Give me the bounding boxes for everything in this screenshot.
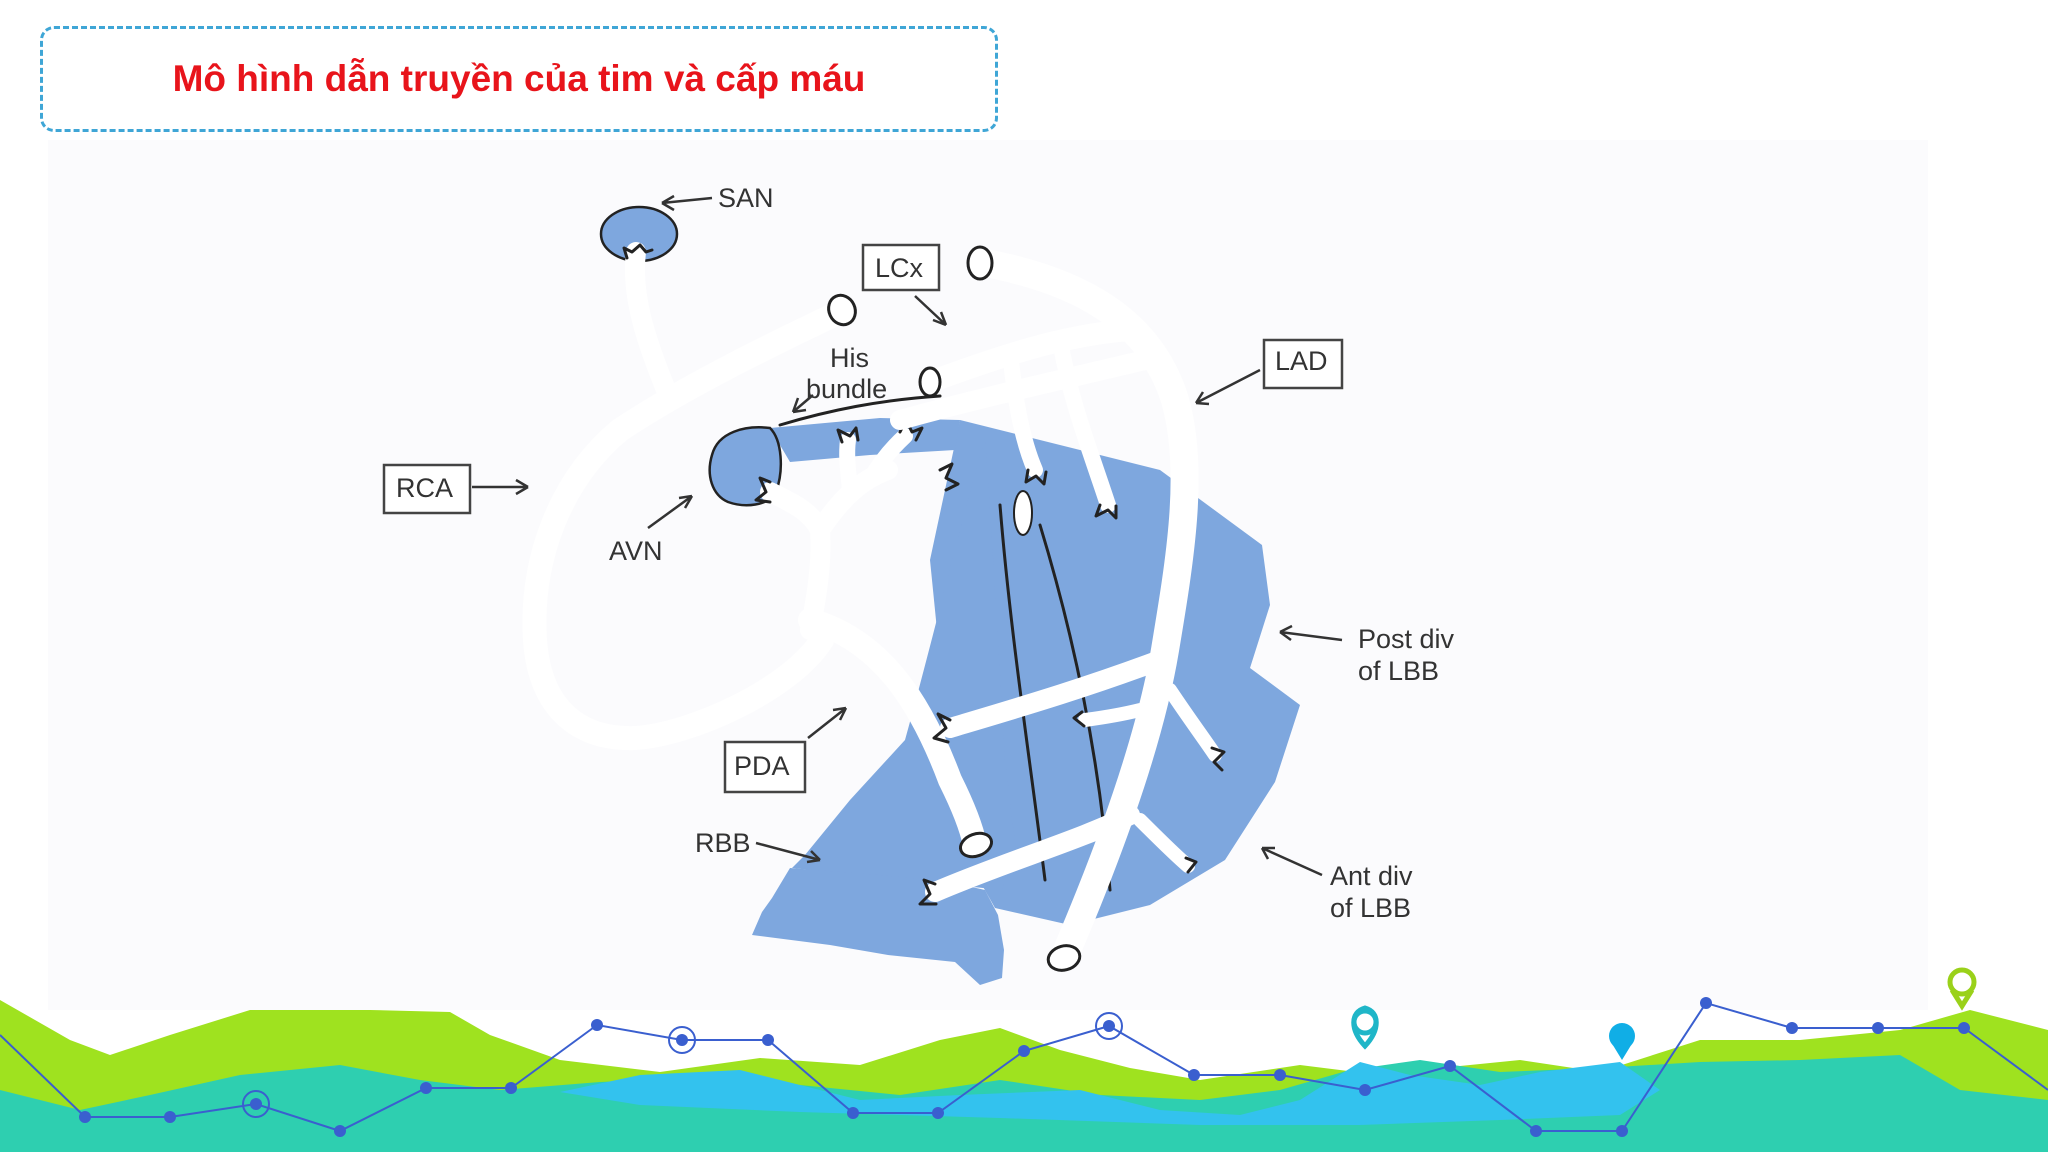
lad-vessel [966,245,1199,972]
label-ant-div-2: of LBB [1330,893,1411,923]
label-lad: LAD [1275,346,1328,376]
his-bundle-blue [770,418,960,462]
avn-arrow [647,494,694,530]
rca-vessel [522,293,857,751]
post-div-arrow [1279,624,1343,642]
slide-title: Mô hình dẫn truyền của tim và cấp máu [172,58,866,99]
fan-fold-1 [998,503,1047,882]
rbb-arrow [755,841,821,864]
lcx-vessel [890,319,1155,520]
pda-vessel [798,608,993,859]
label-his-1: His [830,343,869,373]
lad-box [1262,338,1344,390]
his-arrow [791,394,814,414]
lcx-box [861,243,941,292]
lad-septal-branches [918,650,1226,906]
his-bundle-line [778,394,942,427]
map-pin-teal-icon [1351,1005,1379,1050]
san-arrow [661,194,713,212]
coronary-arteries [522,242,1226,972]
fan-opening [1013,490,1033,536]
label-lcx: LCx [875,253,924,283]
title-box: Mô hình dẫn truyền của tim và cấp máu [40,26,998,132]
rca-box [382,463,472,515]
label-avn: AVN [609,536,663,566]
footer-decoration [0,967,2048,1152]
avn-branch [754,418,960,640]
san-branch [622,242,680,410]
sky-band [560,1062,1660,1125]
label-rbb: RBB [695,828,751,858]
leader-arrows [472,194,1343,877]
label-san: SAN [718,183,774,213]
trend-dots [79,997,1970,1137]
pda-box [723,740,807,794]
pda-arrow [807,706,848,739]
conduction-system [599,205,1300,985]
label-post-div-2: of LBB [1358,656,1439,686]
map-pin-blue-icon [1609,1023,1635,1060]
diagram-labels: SAN LCx His bundle LAD RCA AVN Post div … [396,183,1455,923]
lcx-arrow [914,295,948,327]
label-pda: PDA [734,751,790,781]
rca-arrow [472,478,529,496]
label-rca: RCA [396,473,453,503]
label-his-2: bundle [806,374,887,404]
label-ant-div-1: Ant div [1330,861,1413,891]
label-boxes [382,243,1344,794]
label-post-div-1: Post div [1358,624,1455,654]
ant-div-arrow [1260,846,1323,877]
highlight-rings [242,1012,1123,1118]
lad-arrow [1194,368,1261,406]
map-pin-green-icon [1947,967,1977,1011]
